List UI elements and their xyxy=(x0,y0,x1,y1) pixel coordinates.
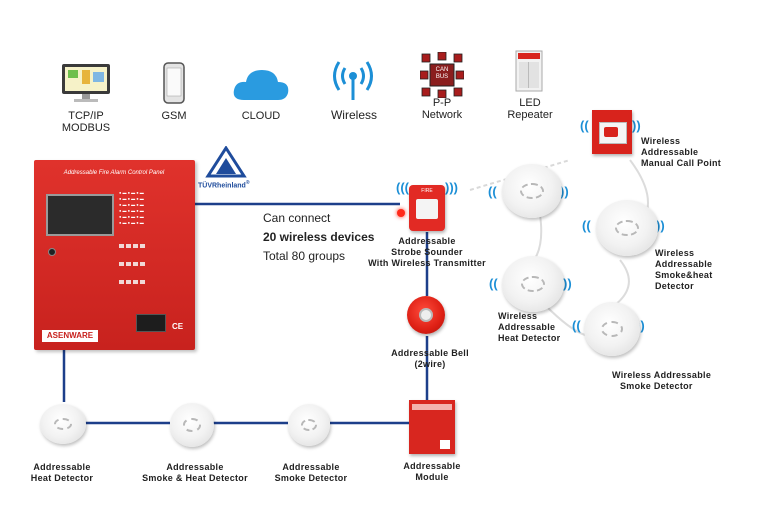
gsm-label: GSM xyxy=(161,110,187,122)
gsm-icon xyxy=(162,62,186,104)
bell-label-1: Addressable Bell xyxy=(391,348,469,358)
strobe-lens xyxy=(416,199,438,219)
ce-mark: CE xyxy=(172,322,184,331)
smoke-heat-label-2: Smoke & Heat Detector xyxy=(142,473,248,483)
fire-alarm-control-panel: Addressable Fire Alarm Control Panel ● ▬… xyxy=(34,160,195,350)
wd1-wave-right-icon: )) xyxy=(560,184,569,199)
module-label-2: Module xyxy=(415,472,449,482)
smoke-detector-device xyxy=(288,404,330,446)
tuv-registered: ® xyxy=(245,180,250,186)
wsh-label-3: Smoke&heat xyxy=(655,270,713,280)
red-indicator-dot xyxy=(397,209,405,217)
sounder-label-1: Addressable xyxy=(398,236,456,246)
tuv-text: TÜVRheinland xyxy=(198,182,246,190)
tuv-label: TÜVRheinland® xyxy=(198,180,250,189)
cloud-label: CLOUD xyxy=(241,110,281,122)
addressable-module-device xyxy=(409,400,455,454)
wd3-wave-right-icon: )) xyxy=(563,276,572,291)
smoke-detector-label-2: Smoke Detector xyxy=(274,473,348,483)
wd1-wave-left-icon: (( xyxy=(488,184,497,199)
led-label: LED xyxy=(519,97,541,109)
wsh-label-1: Wireless xyxy=(655,248,695,258)
heat-detector-label-1: Addressable xyxy=(33,462,91,472)
ws-label-2: Smoke Detector xyxy=(620,381,693,391)
heat-detector-device xyxy=(40,404,86,444)
mcp-wave-right-icon: )) xyxy=(632,118,641,133)
wd2-wave-right-icon: )) xyxy=(656,218,665,233)
modbus-label: MODBUS xyxy=(61,122,111,134)
panel-keypad xyxy=(118,236,148,284)
ws-label-1: Wireless Addressable xyxy=(612,370,712,380)
tcpip-icon xyxy=(58,62,114,104)
addressable-bell-device xyxy=(407,296,445,334)
wireless-wave-left-icon: ((( xyxy=(396,180,409,195)
wireless-smoke-heat-detector-device xyxy=(596,200,658,256)
cloud-icon xyxy=(232,66,290,102)
mcp-label-3: Manual Call Point xyxy=(641,158,722,168)
mcp-wave-left-icon: (( xyxy=(580,118,589,133)
mcp-label-1: Wireless xyxy=(641,136,681,146)
wd4-wave-left-icon: (( xyxy=(572,318,581,333)
panel-brand-logo: ASENWARE xyxy=(42,330,98,342)
wireless-arc-bottom xyxy=(544,304,586,336)
strobe-sounder-device: FIRE xyxy=(409,185,445,231)
wsh-label-4: Detector xyxy=(655,281,694,291)
wd2-wave-left-icon: (( xyxy=(582,218,591,233)
smoke-heat-detector-device xyxy=(170,403,214,447)
bus-badge: BUS xyxy=(435,74,449,80)
pp-label: P-P xyxy=(432,97,452,109)
wireless-wave-right-icon: ))) xyxy=(445,180,458,195)
wireless-manual-call-point-device xyxy=(592,110,632,154)
wireless-heat-detector-device xyxy=(502,256,564,312)
panel-lcd-screen xyxy=(46,194,114,236)
wireless-arc-right-bottom xyxy=(614,259,630,306)
connection-line-2: 20 wireless devices xyxy=(263,230,375,244)
wh-label-1: Wireless xyxy=(498,311,538,321)
smoke-detector-label-1: Addressable xyxy=(282,462,340,472)
smoke-heat-label-1: Addressable xyxy=(166,462,224,472)
panel-title: Addressable Fire Alarm Control Panel xyxy=(63,170,165,176)
wireless-detector-top-device xyxy=(502,164,562,218)
wh-label-3: Heat Detector xyxy=(498,333,561,343)
wsh-label-2: Addressable xyxy=(655,259,713,269)
tcpip-label: TCP/IP xyxy=(68,110,104,122)
panel-status-leds: ● ▬ ● ▬ ● ▬ ● ▬ ● ▬ ● ▬ ● ▬ ● ▬ ● ▬ ● ▬ … xyxy=(119,190,144,225)
connection-line-3: Total 80 groups xyxy=(263,249,346,263)
wd3-wave-left-icon: (( xyxy=(489,276,498,291)
connection-line-1: Can connect xyxy=(263,211,331,225)
connection-info: Can connect 20 wireless devices Total 80… xyxy=(263,209,374,266)
panel-printer xyxy=(136,314,166,332)
heat-detector-label-2: Heat Detector xyxy=(30,473,94,483)
can-badge: CAN xyxy=(435,67,449,73)
network-label: Network xyxy=(421,109,463,121)
can-bus-icon: CAN BUS xyxy=(419,51,465,99)
wd4-wave-right-icon: )) xyxy=(636,318,645,333)
wireless-icon xyxy=(328,54,378,104)
wh-label-2: Addressable xyxy=(498,322,556,332)
bell-label-2: (2wire) xyxy=(414,359,446,369)
mcp-label-2: Addressable xyxy=(641,147,699,157)
sounder-label-2: Strobe Sounder xyxy=(391,247,463,257)
led-repeater-icon xyxy=(514,50,544,92)
wireless-smoke-detector-device xyxy=(584,302,640,356)
panel-key-switch xyxy=(48,248,56,256)
repeater-label: Repeater xyxy=(507,109,553,121)
wireless-label: Wireless xyxy=(330,108,377,122)
module-label-1: Addressable xyxy=(403,461,461,471)
tuv-logo-icon xyxy=(204,145,248,178)
sounder-badge: FIRE xyxy=(421,188,433,194)
sounder-label-3: With Wireless Transmitter xyxy=(368,258,486,268)
